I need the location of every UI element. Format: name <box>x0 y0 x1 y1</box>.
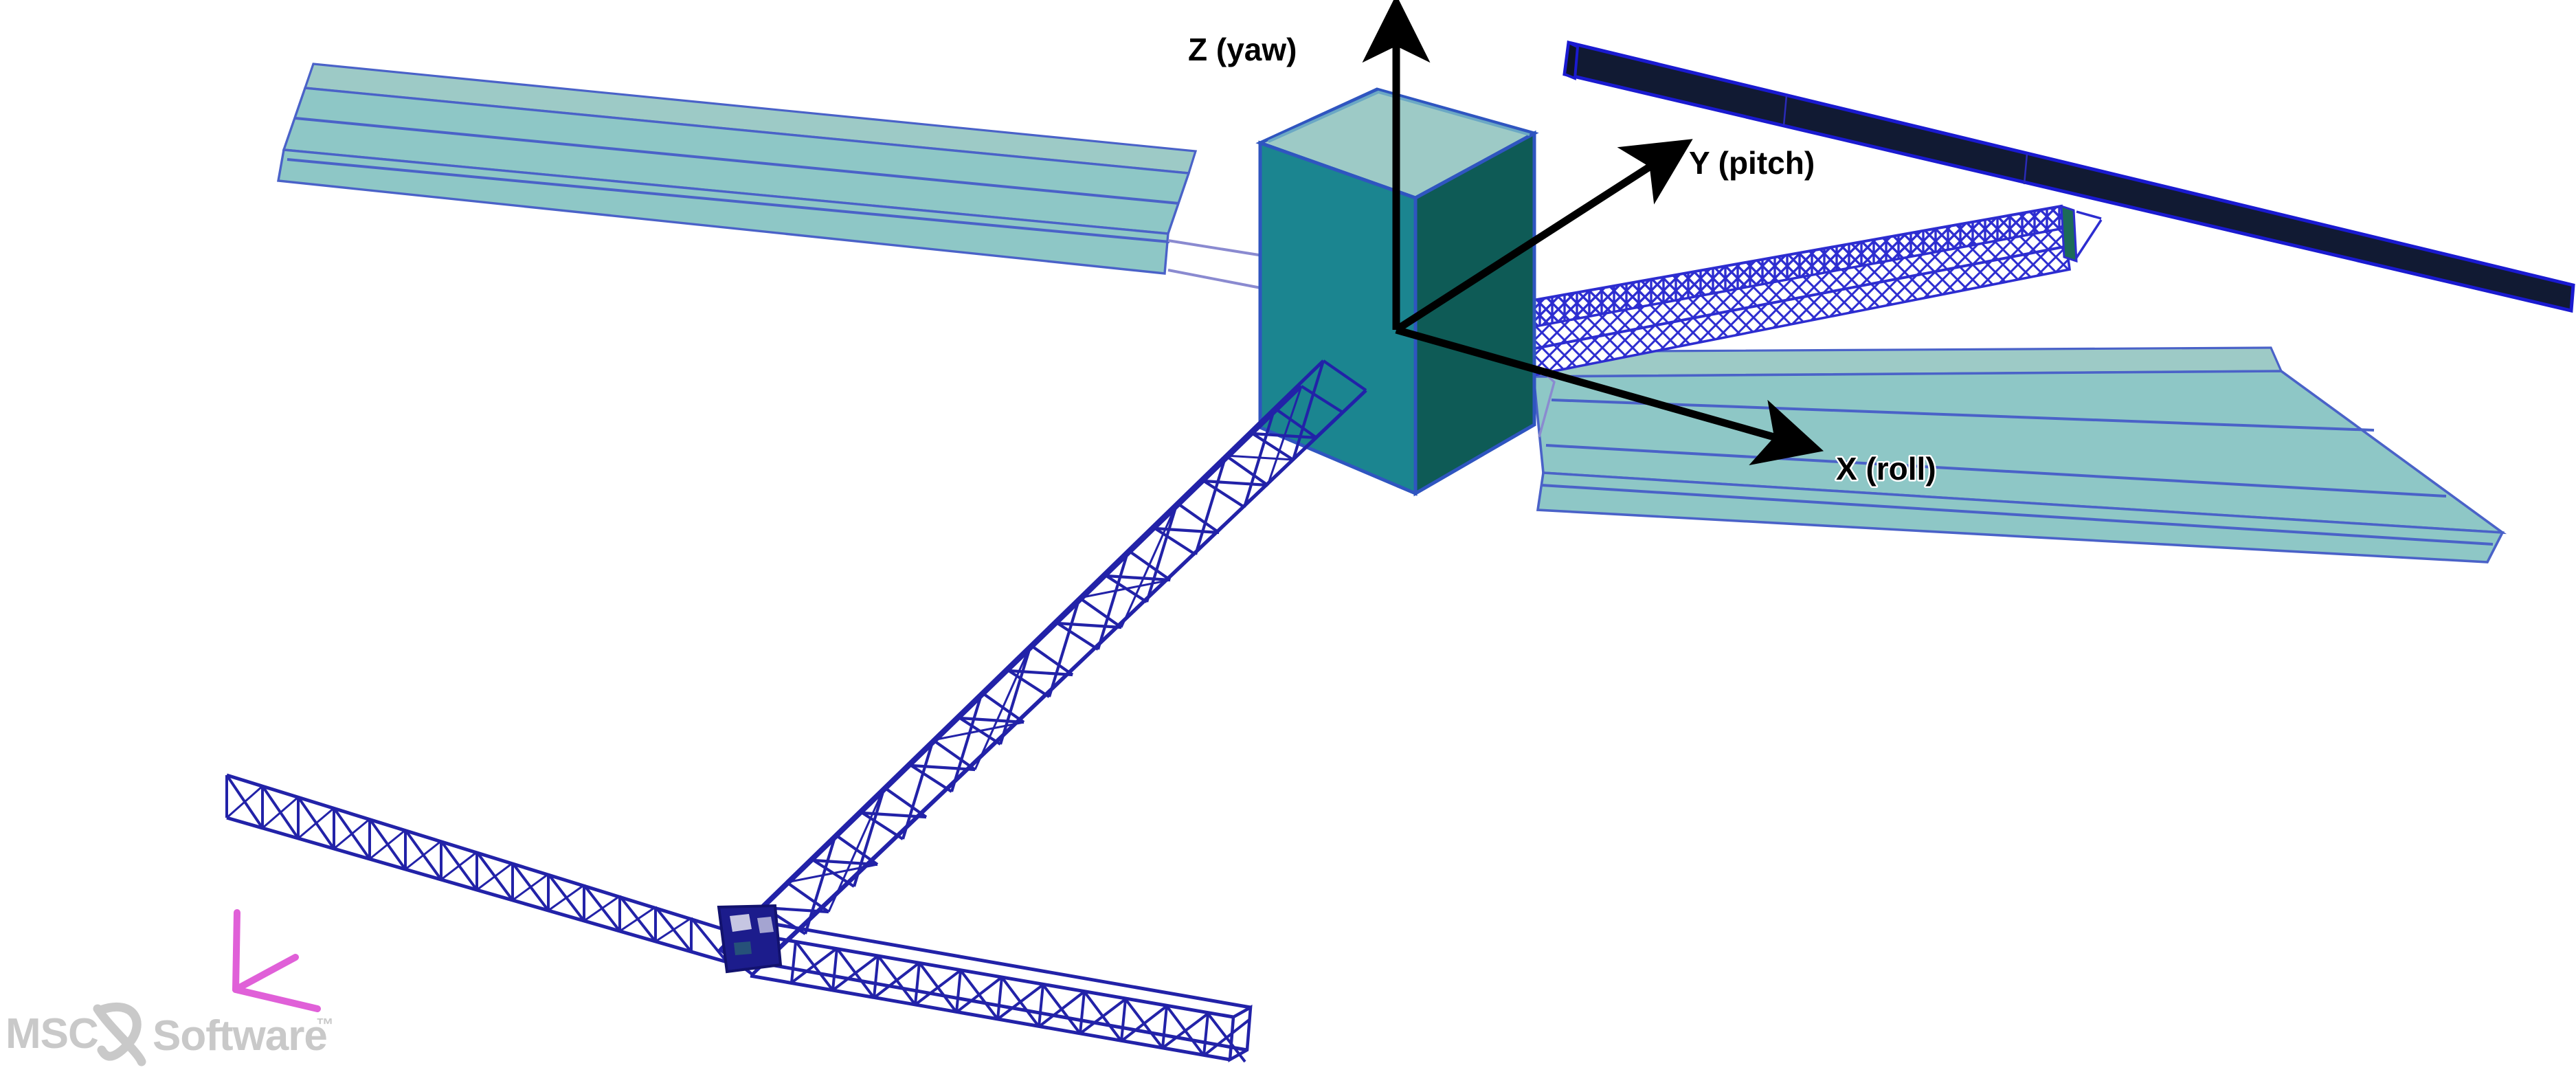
watermark-brand-left: MSC <box>5 1010 98 1058</box>
triad-arm-upper-right <box>232 954 299 993</box>
truss-main-diagonal[interactable] <box>717 359 1367 977</box>
triad-arm-lower-right <box>232 986 321 1012</box>
x-axis-arrow <box>1395 326 1824 466</box>
truss-pitch-boom[interactable] <box>1365 204 2103 409</box>
y-axis-arrow <box>1394 139 1693 333</box>
truss-junction-node[interactable] <box>717 904 783 974</box>
body-axes <box>1362 0 1824 466</box>
watermark-x-icon <box>93 1002 146 1067</box>
msc-software-watermark: MSC Software ™ <box>5 1002 334 1067</box>
z-axis-label: Z (yaw) <box>1188 32 1297 67</box>
solar-panel-port[interactable] <box>277 63 1265 290</box>
watermark-brand-right: Software <box>153 1012 327 1060</box>
truss-lower-right[interactable] <box>750 922 1253 1063</box>
triad-arm-up <box>232 909 240 993</box>
x-axis-label: X (roll) <box>1836 451 1936 487</box>
y-axis-label: Y (pitch) <box>1689 145 1815 181</box>
antenna-boom-dark[interactable] <box>1563 40 2575 313</box>
truss-lower-left[interactable] <box>225 773 732 965</box>
watermark-trademark: ™ <box>316 1014 334 1035</box>
satellite-bus-box[interactable] <box>1255 87 1539 497</box>
view-orientation-triad[interactable] <box>232 909 321 1012</box>
